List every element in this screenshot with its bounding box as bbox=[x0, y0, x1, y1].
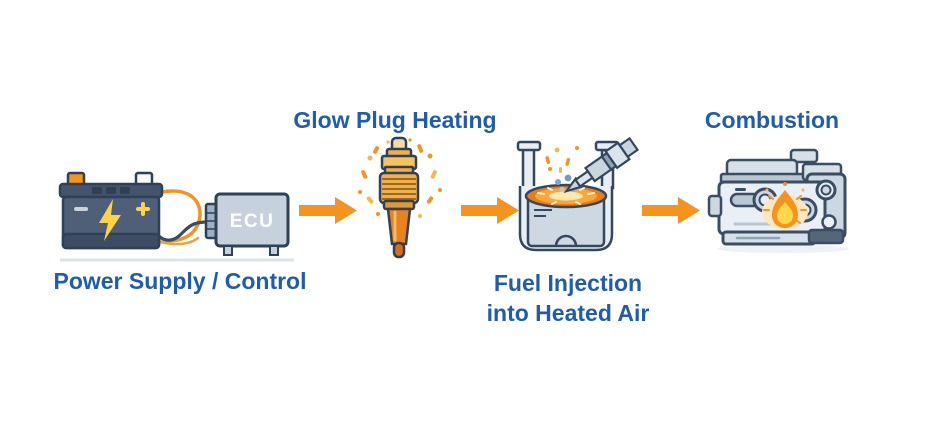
sparks bbox=[545, 146, 579, 173]
injector-icon bbox=[563, 136, 640, 194]
plug-body bbox=[378, 136, 420, 259]
sparks bbox=[358, 138, 442, 218]
battery-icon bbox=[58, 171, 164, 250]
piston-icon bbox=[524, 183, 608, 248]
stage-label-line1: Fuel Injection bbox=[493, 270, 643, 296]
stage-label-line2: into Heated Air bbox=[486, 300, 650, 326]
stage-label-power-supply: Power Supply / Control bbox=[53, 268, 307, 294]
arrow-right-icon bbox=[299, 197, 357, 224]
shadow bbox=[717, 245, 849, 253]
glow-plug-icon bbox=[358, 136, 442, 259]
wire-icon bbox=[157, 189, 208, 246]
ecu-icon: ECU bbox=[204, 192, 290, 256]
engine-flame-icon bbox=[707, 148, 849, 253]
sparks bbox=[763, 195, 807, 224]
ecu-label: ECU bbox=[230, 211, 275, 232]
arrow-right-icon bbox=[461, 197, 519, 224]
stage-label-fuel-injection: Fuel Injection into Heated Air bbox=[468, 268, 668, 328]
minus-sign bbox=[74, 207, 88, 211]
piston-injector-icon bbox=[516, 136, 640, 252]
stage-label-glow-plug-heating: Glow Plug Heating bbox=[293, 107, 497, 133]
flame-icon bbox=[762, 182, 808, 229]
lightning-bolt-icon bbox=[99, 199, 121, 241]
plus-sign bbox=[136, 202, 150, 216]
battery-ecu-icon: ECU bbox=[58, 171, 294, 262]
arrow-right-icon bbox=[642, 197, 700, 224]
stage-label-combustion: Combustion bbox=[704, 107, 840, 133]
